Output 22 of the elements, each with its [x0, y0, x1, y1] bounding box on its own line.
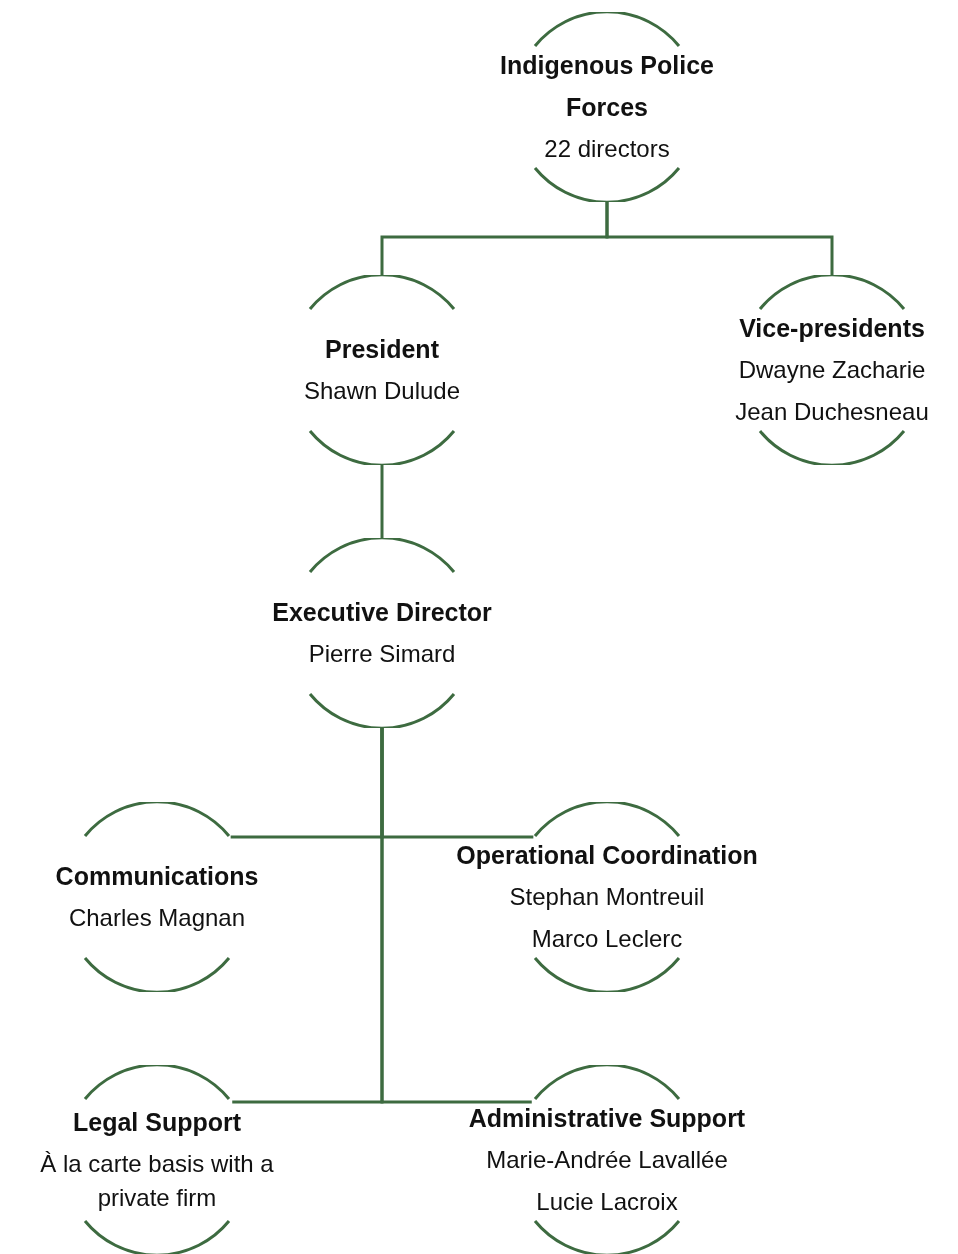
role-title: Indigenous Police Forces: [499, 50, 715, 123]
role-title: Operational Coordination: [456, 840, 758, 871]
person-name: Pierre Simard: [308, 639, 456, 669]
person-name: Charles Magnan: [68, 903, 246, 933]
person-name: Marie-Andrée Lavallée: [486, 1145, 728, 1175]
person-name: Dwayne Zacharie: [738, 355, 926, 385]
person-name: Jean Duchesneau: [735, 397, 929, 427]
person-name: 22 directors: [544, 134, 670, 164]
connector-line: [380, 728, 532, 1104]
person-name: Stephan Montreuil: [509, 882, 705, 912]
role-title: Communications: [55, 861, 259, 892]
person-name: À la carte basis with a private firm: [39, 1149, 275, 1213]
connector-line: [605, 202, 834, 275]
role-title: President: [325, 334, 439, 365]
role-title: Legal Support: [72, 1107, 242, 1138]
role-title: Vice-presidents: [739, 313, 925, 344]
person-name: Marco Leclerc: [531, 924, 683, 954]
connector-line: [380, 465, 384, 538]
person-name: Lucie Lacroix: [536, 1187, 678, 1217]
role-title: Administrative Support: [468, 1103, 746, 1134]
person-name: Shawn Dulude: [303, 376, 461, 406]
role-title: Executive Director: [272, 597, 492, 628]
